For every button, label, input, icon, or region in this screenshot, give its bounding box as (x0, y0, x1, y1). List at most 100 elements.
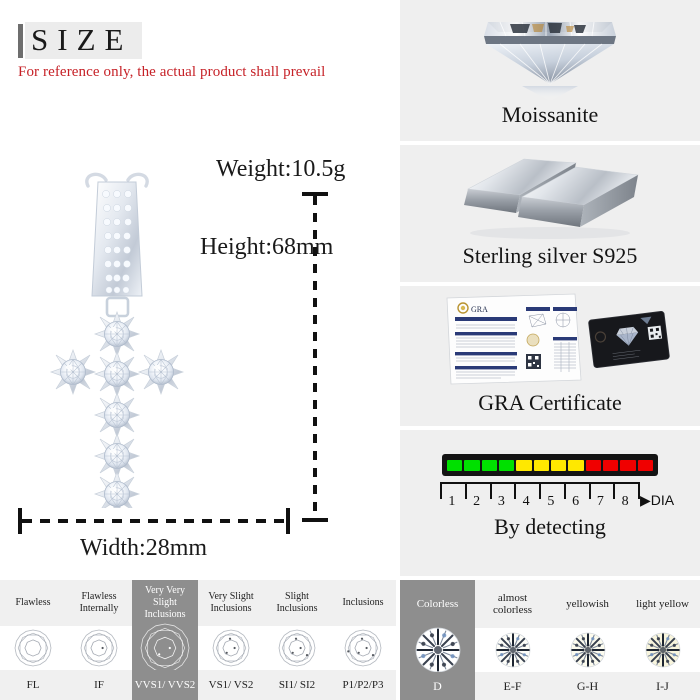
clarity-name: Inclusions (330, 580, 396, 626)
page-title: SIZE (25, 22, 143, 59)
scale-number-8: 8 (621, 494, 629, 509)
pendant-bail (85, 172, 149, 318)
size-title-group: SIZE (18, 22, 143, 59)
clarity-diamond-cell (264, 626, 330, 670)
clarity-column-FL[interactable]: Flawless FL (0, 580, 66, 700)
panel-caption-certificate: GRA Certificate (478, 390, 622, 415)
clarity-name: Flawless (0, 580, 66, 626)
size-disclaimer: For reference only, the actual product s… (18, 64, 326, 80)
led-segment-5 (516, 459, 532, 471)
led-segment-7 (550, 459, 567, 471)
led-segment-3 (481, 459, 497, 471)
color-diamond-cell (400, 627, 475, 673)
led-segment-12 (637, 459, 653, 471)
silver-bar-front (518, 166, 639, 227)
color-diamond-icon (415, 627, 460, 673)
dimension-cap-bottom (302, 518, 328, 522)
scale-tick-3 (514, 482, 517, 499)
clarity-diamond-cell (198, 626, 264, 670)
pendant-svg (50, 172, 184, 517)
certificate-icon: GRA (446, 293, 670, 385)
clarity-column-IF[interactable]: Flawless Internally IF (66, 580, 132, 700)
dia-label: ▶DIA (640, 492, 675, 508)
color-column-D[interactable]: Colorless D (400, 580, 475, 700)
led-segment-9 (585, 459, 601, 471)
clarity-diamond-cell (66, 626, 132, 670)
color-diamond-cell (625, 628, 700, 672)
clarity-diamond-cell (132, 623, 198, 673)
led-segment-11 (620, 459, 636, 471)
color-name: Colorless (400, 580, 475, 628)
dimension-cap-top (302, 192, 328, 196)
panel-sterling-silver: Sterling silver S925 (400, 145, 700, 282)
color-code: G-H (550, 672, 625, 700)
dimension-dash-vertical (313, 196, 317, 518)
led-segment-1 (447, 459, 463, 471)
clarity-column-VS1VS2[interactable]: Very Slight Inclusions VS1/ VS2 (198, 580, 264, 700)
color-name: light yellow (625, 580, 700, 628)
led-segment-4 (498, 459, 515, 471)
clarity-name: Very Slight Inclusions (198, 580, 264, 626)
gra-certificate-paper: GRA (446, 293, 582, 385)
clarity-code: IF (66, 670, 132, 700)
clarity-code: P1/P2/P3 (330, 670, 396, 700)
led-segment-2 (464, 459, 480, 471)
panel-caption-detecting: By detecting (494, 514, 606, 539)
color-diamond-cell (475, 628, 550, 672)
silver-bars-icon (464, 158, 639, 239)
clarity-code: FL (0, 670, 66, 700)
clarity-diamond-cell (330, 626, 396, 670)
scale-number-1: 1 (448, 494, 456, 509)
size-section: SIZE For reference only, the actual prod… (0, 0, 398, 576)
scale-tick-6 (588, 482, 591, 499)
led-segment-10 (602, 459, 619, 471)
clarity-column-SI1SI2[interactable]: Slight Inclusions SI1/ SI2 (264, 580, 330, 700)
scale-number-6: 6 (572, 494, 580, 509)
height-label: Height:68mm (200, 234, 334, 260)
led-segment-6 (533, 459, 549, 471)
color-diamond-icon (645, 632, 680, 668)
scale-tick-8 (638, 482, 640, 499)
clarity-column-VVS1VVS2[interactable]: Very Very Slight Inclusions VVS1/ VVS2 (132, 580, 198, 700)
weight-label: Weight:10.5g (216, 156, 346, 182)
cross-gem-clusters (50, 311, 184, 517)
clarity-name: Very Very Slight Inclusions (132, 580, 198, 626)
color-name: almost colorless (475, 580, 550, 628)
clarity-diamond-icon (344, 629, 382, 667)
color-column-GH[interactable]: yellowish G-H (550, 580, 625, 700)
scale-tick-7 (613, 482, 616, 499)
height-dimension-line (300, 192, 330, 522)
scale-tick-5 (563, 482, 566, 499)
scale-tick-2 (489, 482, 492, 499)
color-column-EF[interactable]: almost colorless E-F (475, 580, 550, 700)
cross-pendant-image (22, 168, 212, 517)
clarity-name: Slight Inclusions (264, 580, 330, 626)
panel-moissanite: Moissanite (400, 0, 700, 141)
panel-caption-moissanite: Moissanite (501, 102, 599, 127)
color-diamond-icon (570, 632, 605, 668)
diamond-gem-icon (484, 21, 616, 101)
diamond-tester-led-bar (442, 454, 658, 476)
color-code: E-F (475, 672, 550, 700)
color-code: D (400, 672, 475, 700)
clarity-code: VS1/ VS2 (198, 670, 264, 700)
color-column-IJ[interactable]: light yellow I-J (625, 580, 700, 700)
title-accent-bar (18, 23, 23, 58)
color-name: yellowish (550, 580, 625, 628)
scale-tick-0 (440, 482, 442, 499)
dimension-dash-horizontal (22, 519, 286, 523)
clarity-code: SI1/ SI2 (264, 670, 330, 700)
panel-gra-certificate: GRA (400, 286, 700, 426)
dimension-cap-right (286, 508, 290, 534)
clarity-column-P1P2P3[interactable]: Inclusions P1/P2/P3 (330, 580, 396, 700)
gra-black-card (588, 311, 670, 369)
scale-number-2: 2 (473, 494, 481, 509)
led-segment-8 (568, 459, 584, 471)
clarity-diamond-icon (140, 623, 190, 673)
scale-number-5: 5 (547, 494, 555, 509)
